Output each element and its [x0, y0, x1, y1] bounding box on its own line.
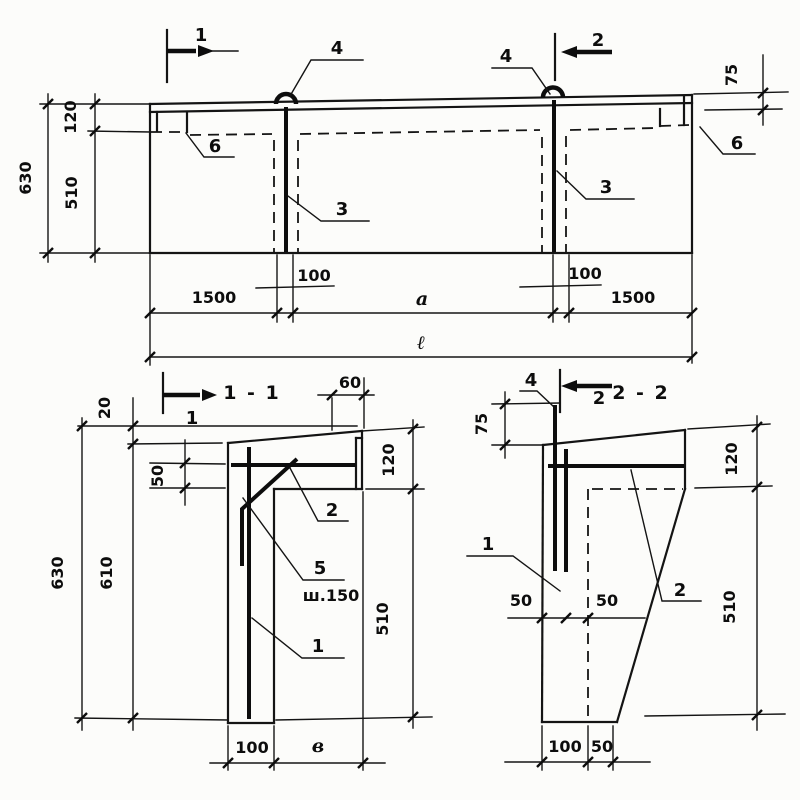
dim-120-main: 120	[61, 100, 80, 133]
end-rib-right	[658, 95, 691, 128]
main-right-dimension-75: 75	[693, 54, 789, 126]
dim-60-s11: 60	[339, 373, 361, 392]
part-label-2-s22: 2	[674, 580, 687, 601]
dim-a: a	[416, 288, 428, 310]
section-2-2-rebar	[548, 405, 684, 572]
part-label-3-left: 3	[336, 199, 349, 220]
part-label-1-s22: 1	[482, 534, 495, 555]
section-1-1-cut-label: 1	[186, 408, 199, 429]
dim-length: ℓ	[417, 332, 425, 354]
leader-rib-left: 6	[185, 132, 235, 158]
dim-50-bottom-s22: 50	[591, 737, 613, 756]
section-1-1-left-dimensions: 20 50 630 610	[48, 397, 229, 731]
dim-75-s22: 75	[472, 413, 491, 435]
dim-120-s22: 120	[722, 442, 741, 475]
part-label-4-right: 4	[500, 46, 513, 67]
section-1-1-leader-bar2: 2	[289, 467, 349, 522]
section-cut-mark-1: 1	[165, 25, 239, 84]
dim-1500-left: 1500	[192, 288, 237, 307]
dim-50-s11: 50	[148, 465, 167, 487]
part-label-5-s11: 5	[314, 558, 327, 579]
dim-100-left: 100	[297, 266, 330, 285]
part-label-4-left: 4	[331, 38, 344, 59]
part-label-1-s11: 1	[312, 636, 325, 657]
main-elevation-view: 1 2 4 4 3 3 6	[16, 25, 789, 366]
main-bottom-dimensions: 100 100 1500 a 1500 ℓ	[144, 254, 698, 366]
dim-630-main: 630	[16, 161, 35, 194]
section-2-2-dimension-50-50: 50 50	[507, 591, 646, 624]
section-2-2-leader-hook: 4	[519, 370, 555, 408]
dim-510-main: 510	[62, 176, 81, 209]
section-1-1-cut-mark: 1	[161, 371, 217, 429]
section-2-2-cut-label: 2	[593, 388, 606, 409]
leader-hook-left: 4	[289, 38, 364, 97]
hidden-lines	[189, 127, 657, 252]
dim-b-s11: в	[312, 735, 324, 757]
dim-1500-right: 1500	[611, 288, 656, 307]
cut-label-1: 1	[195, 25, 208, 46]
section-2-2-title: 2 - 2	[612, 382, 670, 404]
section-1-1-leader-bar1: 1	[251, 617, 345, 659]
dim-50-left-s22: 50	[510, 591, 532, 610]
lifting-hook-left	[273, 91, 299, 105]
lifting-hook-right	[540, 85, 566, 99]
part-label-2-s11: 2	[326, 500, 339, 521]
dim-120-s11: 120	[379, 443, 398, 476]
dim-75-main: 75	[722, 64, 741, 86]
beam-outline	[148, 93, 694, 255]
section-1-1-leader-bar5: 5 ш.150	[242, 497, 359, 605]
section-1-1-rebar	[231, 447, 356, 719]
dim-100-s22: 100	[548, 737, 581, 756]
dim-100-right: 100	[568, 264, 601, 283]
section-1-1-view: 1 1 - 1 2 5 ш.150	[48, 371, 433, 771]
end-rib-left	[151, 110, 189, 134]
section-2-2-dimension-75: 75	[472, 391, 561, 459]
part-note-sh150: ш.150	[303, 586, 359, 605]
section-2-2-leader-bar2: 2	[630, 469, 702, 602]
section-1-1-top-dimension-60: 60	[317, 373, 375, 431]
dim-630-s11: 630	[48, 556, 67, 589]
part-label-4-s22: 4	[525, 370, 538, 391]
section-1-1-title: 1 - 1	[223, 382, 281, 404]
dim-510-s11: 510	[373, 602, 392, 635]
section-2-2-view: 2 2 - 2 4 1 2	[466, 368, 786, 771]
section-2-2-outline	[540, 428, 687, 724]
section-cut-mark-2: 2	[553, 30, 612, 82]
dim-100-s11: 100	[235, 738, 268, 757]
dim-610-s11: 610	[97, 556, 116, 589]
vertical-bars	[284, 100, 556, 252]
section-1-1-right-dimensions: 120 510	[275, 419, 433, 771]
dim-510-s22: 510	[720, 590, 739, 623]
leader-bar-right: 3	[556, 170, 635, 200]
main-left-dimensions: 630 510 120	[16, 93, 151, 263]
part-label-6-left: 6	[209, 136, 222, 157]
section-2-2-bottom-dimensions: 100 50	[504, 725, 651, 771]
cut-label-2: 2	[592, 30, 605, 51]
dim-20-s11: 20	[95, 397, 114, 419]
section-1-1-outline	[77, 425, 364, 725]
dim-50-right-s22: 50	[596, 591, 618, 610]
part-label-6-right: 6	[731, 133, 744, 154]
section-1-1-bottom-dimensions: 100 в	[209, 725, 386, 771]
part-label-3-right: 3	[600, 177, 613, 198]
section-2-2-cut-mark: 2	[558, 368, 612, 414]
leader-hook-right: 4	[491, 46, 551, 95]
section-2-2-right-dimensions: 120 510	[644, 415, 786, 731]
section-2-2-leader-bar1: 1	[466, 534, 561, 592]
leader-bar-left: 3	[287, 195, 370, 222]
leader-rib-right: 6	[699, 126, 756, 155]
